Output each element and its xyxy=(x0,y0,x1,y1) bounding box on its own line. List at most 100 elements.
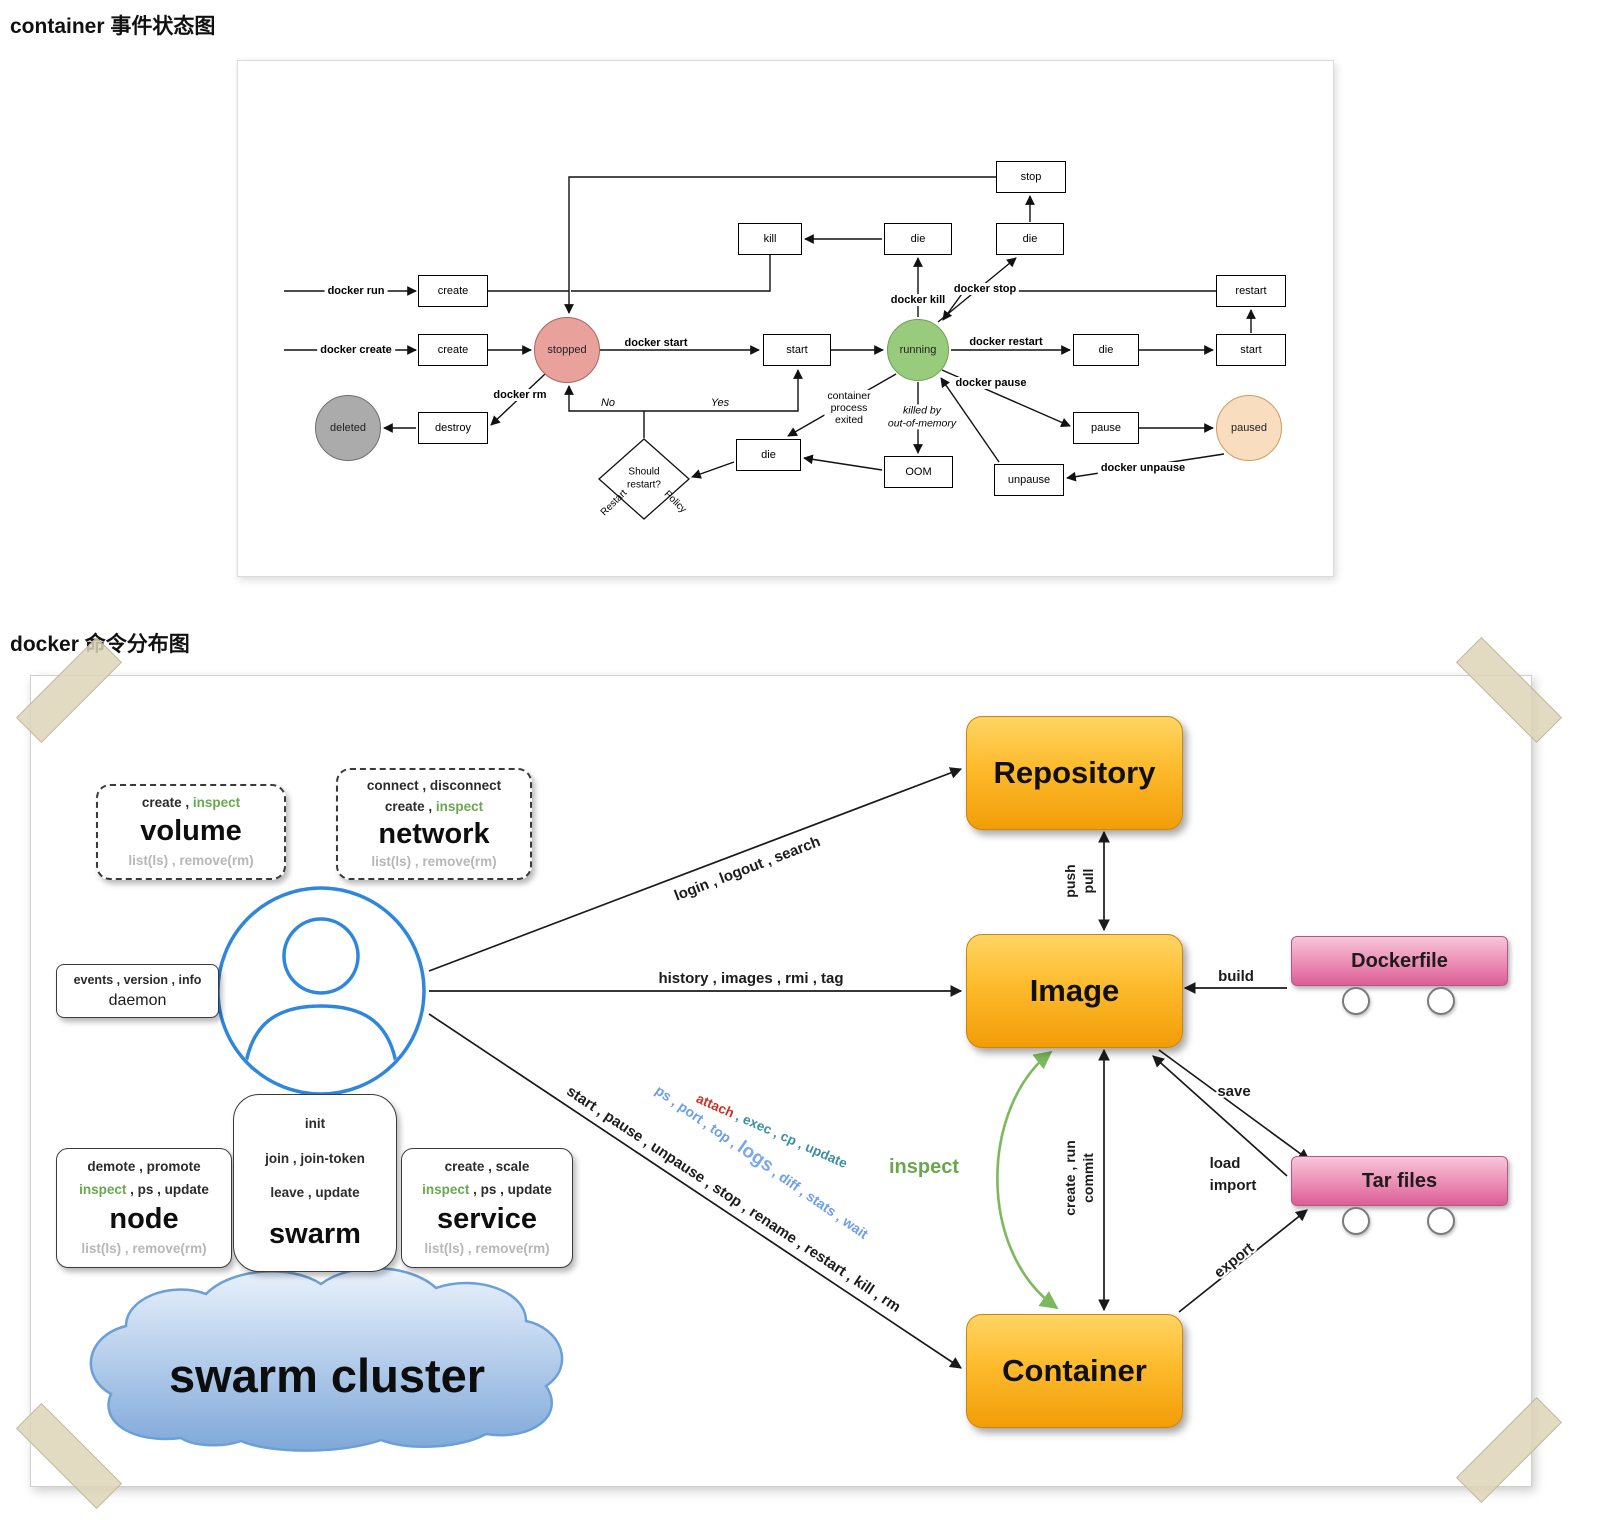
arrow-no-to-stopped xyxy=(564,385,644,412)
edge-label-save: save xyxy=(1217,1083,1250,1100)
volume-name: volume xyxy=(140,815,242,848)
edge-label-no: No xyxy=(597,397,619,409)
edge-label-login-logout-search: login , logout , search xyxy=(672,833,823,904)
edge-label-process-exited: container process exited xyxy=(824,389,874,427)
edge-label-push: push xyxy=(1062,864,1078,897)
service-commands: inspect , ps , update xyxy=(422,1181,552,1199)
node-list-remove: list(ls) , remove(rm) xyxy=(81,1241,207,1257)
dockerfile-wheel-icon xyxy=(1427,987,1455,1015)
container-node: Container xyxy=(966,1314,1183,1428)
arrow-restart-to-running xyxy=(942,290,1216,321)
arrow-die-to-decision xyxy=(691,461,735,479)
arrow-inspect xyxy=(996,1050,1059,1310)
network-connect: connect , disconnect xyxy=(366,777,502,793)
arrow-oom-to-die xyxy=(803,454,883,471)
state-box-create: create xyxy=(418,334,488,366)
swarm-name: swarm xyxy=(269,1217,361,1250)
state-diagram-connectors xyxy=(284,176,1256,520)
edge-label-build: build xyxy=(1218,968,1254,985)
arrow-load-import xyxy=(1152,1055,1288,1177)
state-box-start: start xyxy=(1216,334,1286,366)
oom-killed-line2: out-of-memory xyxy=(887,417,957,429)
arrow-stop-to-stopped xyxy=(564,176,996,314)
service-create-scale: create , scale xyxy=(444,1158,530,1174)
state-box-destroy: destroy xyxy=(418,412,488,444)
service-list-remove: list(ls) , remove(rm) xyxy=(424,1241,550,1257)
dockerfile-node: Dockerfile xyxy=(1291,936,1508,986)
swarm-init: init xyxy=(304,1116,326,1132)
state-box-kill: kill xyxy=(738,223,802,255)
state-diagram-card: stop kill die die create restart create … xyxy=(237,60,1334,577)
edge-label-docker-rm: docker rm xyxy=(490,389,550,401)
command-diagram-graphics: swarm cluster login , logout , search hi… xyxy=(89,767,1310,1452)
state-box-stop: stop xyxy=(996,161,1066,193)
daemon-commands: events , version , info xyxy=(73,973,202,988)
arrow-export xyxy=(1178,1209,1308,1313)
network-group: connect , disconnect create , inspect ne… xyxy=(336,768,532,880)
edge-label-docker-start: docker start xyxy=(621,337,691,349)
state-box-create: create xyxy=(418,275,488,307)
process-exited-line3: exited xyxy=(834,414,864,427)
volume-create: create , xyxy=(141,794,193,810)
arrow-user-container xyxy=(428,1013,962,1369)
edge-label-inspect: inspect xyxy=(889,1156,959,1178)
edge-label-docker-pause: docker pause xyxy=(952,377,1030,389)
state-box-oom: OOM xyxy=(884,456,953,488)
state-box-die: die xyxy=(736,439,801,471)
dockerfile-wheel-icon xyxy=(1342,987,1370,1015)
process-exited-line1: container xyxy=(827,389,871,402)
state-box-pause: pause xyxy=(1073,412,1139,444)
swarm-join: join , join-token xyxy=(265,1150,365,1166)
network-commands: create , inspect xyxy=(385,798,483,816)
image-node: Image xyxy=(966,934,1183,1048)
network-name: network xyxy=(378,817,490,850)
state-box-die: die xyxy=(884,223,952,255)
volume-inspect: inspect xyxy=(192,794,241,810)
decision-text-line1: Should xyxy=(628,466,660,478)
state-box-die: die xyxy=(1073,334,1139,366)
node-commands: inspect , ps , update xyxy=(79,1181,209,1199)
swarm-leave-update: leave , update xyxy=(270,1185,360,1201)
edge-label-create-run: create , run xyxy=(1062,1140,1078,1215)
state-stopped: stopped xyxy=(534,317,600,383)
daemon-group: events , version , info daemon xyxy=(56,964,219,1018)
state-diagram-title: container 事件状态图 xyxy=(10,15,216,38)
network-list-remove: list(ls) , remove(rm) xyxy=(371,854,497,870)
node-inspect: inspect xyxy=(79,1181,127,1197)
swarm-cluster-cloud: swarm cluster xyxy=(89,1267,564,1452)
edge-label-pull: pull xyxy=(1080,869,1096,894)
edge-label-docker-unpause: docker unpause xyxy=(1097,462,1189,474)
arrow-unpause-to-running xyxy=(940,377,1000,463)
state-paused: paused xyxy=(1216,395,1282,461)
command-diagram-card: swarm cluster login , logout , search hi… xyxy=(30,675,1532,1487)
edge-label-docker-kill: docker kill xyxy=(887,294,949,306)
edge-label-oom-killed: killed by out-of-memory xyxy=(884,404,960,430)
edge-label-commit: commit xyxy=(1080,1153,1096,1203)
edge-label-docker-create: docker create xyxy=(317,344,395,356)
edge-label-docker-stop: docker stop xyxy=(950,283,1020,295)
volume-commands: create , inspect xyxy=(142,794,240,812)
state-box-unpause: unpause xyxy=(994,464,1064,496)
volume-group: create , inspect volume list(ls) , remov… xyxy=(96,784,286,880)
oom-killed-line1: killed by xyxy=(903,404,941,417)
network-inspect: inspect xyxy=(435,798,484,814)
arrow-user-repository xyxy=(428,767,963,972)
service-group: create , scale inspect , ps , update ser… xyxy=(401,1148,573,1268)
arrow-save xyxy=(1158,1049,1310,1161)
edge-label-docker-run: docker run xyxy=(324,285,388,297)
process-exited-line2: process xyxy=(830,401,868,414)
swarm-cluster-label: swarm cluster xyxy=(169,1349,485,1402)
state-box-die: die xyxy=(996,223,1064,255)
user-icon xyxy=(216,886,426,1096)
state-box-start: start xyxy=(763,334,831,366)
edge-kill-to-junction xyxy=(571,255,771,292)
node-group: demote , promote inspect , ps , update n… xyxy=(56,1148,232,1268)
tar-files-wheel-icon xyxy=(1427,1207,1455,1235)
state-box-restart: restart xyxy=(1216,275,1286,307)
service-ps-update: , ps , update xyxy=(469,1181,552,1197)
edge-label-load: load xyxy=(1210,1155,1241,1172)
daemon-name: daemon xyxy=(108,991,167,1009)
edge-label-export: export xyxy=(1211,1239,1257,1281)
service-inspect: inspect xyxy=(422,1181,470,1197)
decision-text-line2: restart? xyxy=(627,479,661,490)
